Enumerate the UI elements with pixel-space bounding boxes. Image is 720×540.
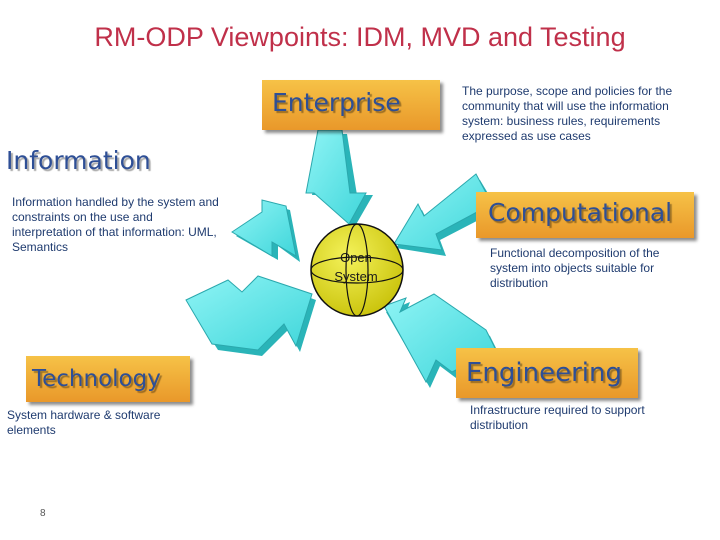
open-system-label: Open System: [318, 248, 394, 286]
arrow-technology: [186, 276, 316, 356]
page-number: 8: [40, 508, 46, 519]
arrow-information: [232, 200, 300, 262]
technology-label: Technology: [32, 366, 161, 392]
computational-description: Functional decomposition of the system i…: [490, 246, 690, 291]
engineering-description: Infrastructure required to support distr…: [470, 403, 690, 433]
enterprise-label: Enterprise: [272, 88, 401, 117]
information-description: Information handled by the system and co…: [12, 195, 224, 255]
technology-description: System hardware & software elements: [7, 408, 197, 438]
enterprise-description: The purpose, scope and policies for the …: [462, 84, 710, 144]
computational-label: Computational: [488, 198, 672, 227]
arrow-enterprise: [306, 130, 373, 228]
engineering-label: Engineering: [466, 358, 622, 388]
information-label: Information: [6, 146, 151, 175]
